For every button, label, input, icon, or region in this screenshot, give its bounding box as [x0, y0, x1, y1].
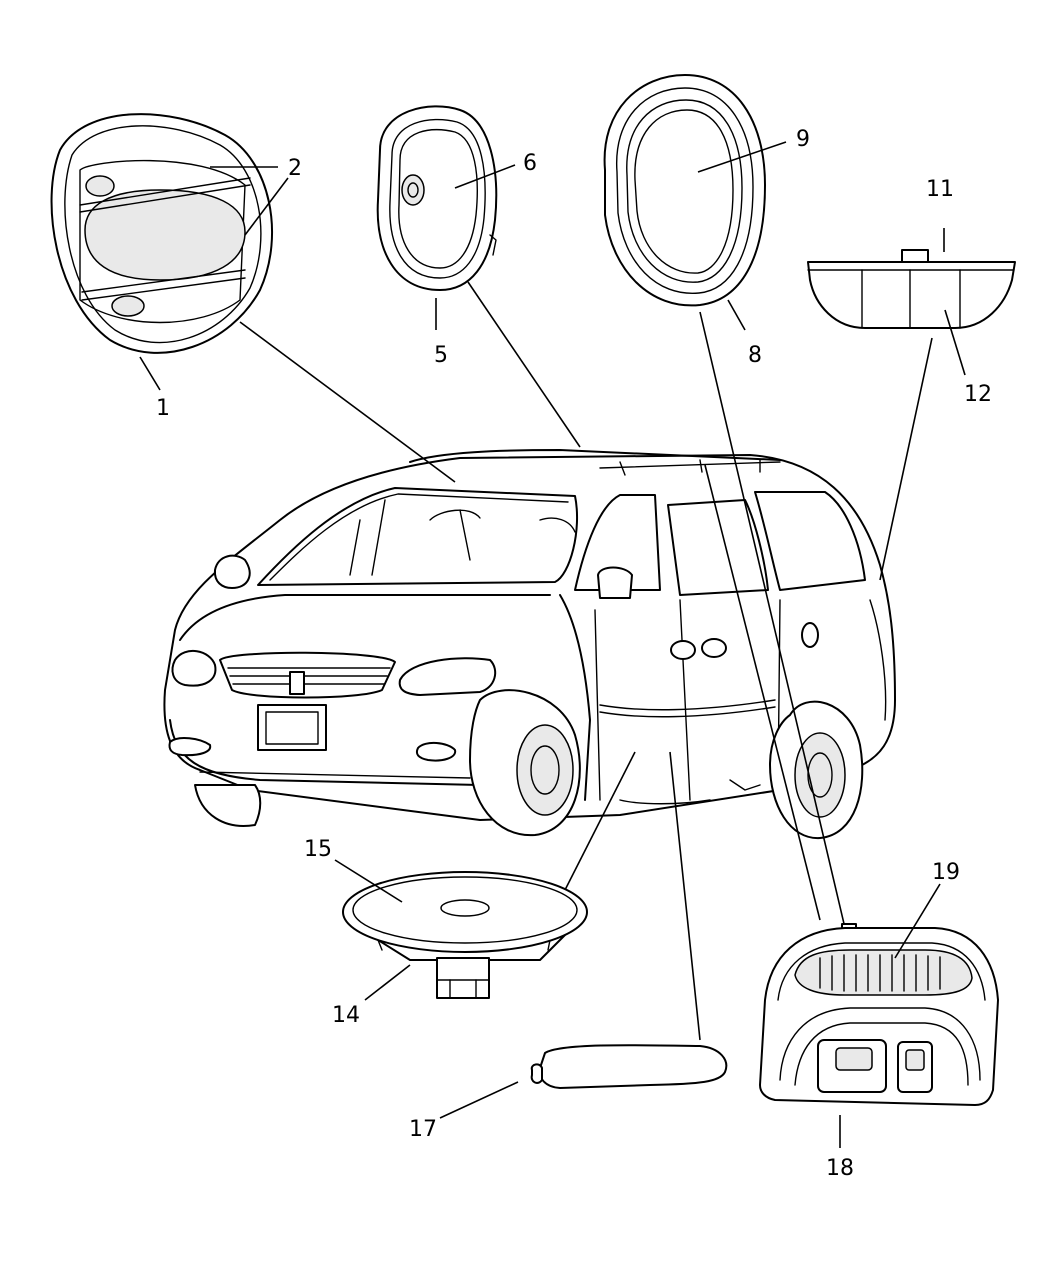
leader-19-to-van	[704, 464, 821, 921]
callout-11: 11	[926, 177, 954, 202]
leader-17-to-van	[669, 751, 701, 1041]
leader-14	[364, 964, 411, 1001]
callout-1: 1	[156, 396, 170, 421]
dome-lamp-assembly-1	[50, 113, 273, 354]
leader-8-to-van	[699, 311, 846, 929]
callout-17: 17	[409, 1117, 437, 1142]
leader-9	[697, 141, 787, 173]
step-lamp-17	[530, 1044, 728, 1089]
callout-19: 19	[932, 860, 960, 885]
callout-12: 12	[964, 382, 992, 407]
callout-18: 18	[826, 1156, 854, 1181]
lamp-housing-5	[376, 105, 498, 291]
leader-5-to-van	[467, 281, 581, 448]
callout-15: 15	[304, 837, 332, 862]
leader-1-to-van	[239, 321, 456, 483]
minivan-illustration	[163, 449, 896, 840]
leader-19	[894, 883, 941, 959]
callout-6: 6	[523, 151, 537, 176]
bezel-8	[603, 74, 766, 307]
leader-6	[454, 164, 516, 189]
leader-12-to-van	[879, 337, 933, 581]
callout-9: 9	[796, 127, 810, 152]
leader-15	[334, 859, 403, 903]
leader-17	[439, 1081, 519, 1119]
callout-8: 8	[748, 343, 762, 368]
overhead-console-18	[759, 923, 999, 1106]
leader-2b	[244, 177, 289, 236]
callout-14: 14	[332, 1003, 360, 1028]
lens-15	[342, 871, 588, 953]
leader-12	[944, 309, 966, 376]
callout-2: 2	[288, 156, 302, 181]
callout-5: 5	[434, 343, 448, 368]
leader-15-to-van	[564, 751, 636, 891]
leader-8	[727, 299, 746, 331]
leader-1	[139, 356, 161, 391]
lamp-11	[807, 249, 1016, 329]
